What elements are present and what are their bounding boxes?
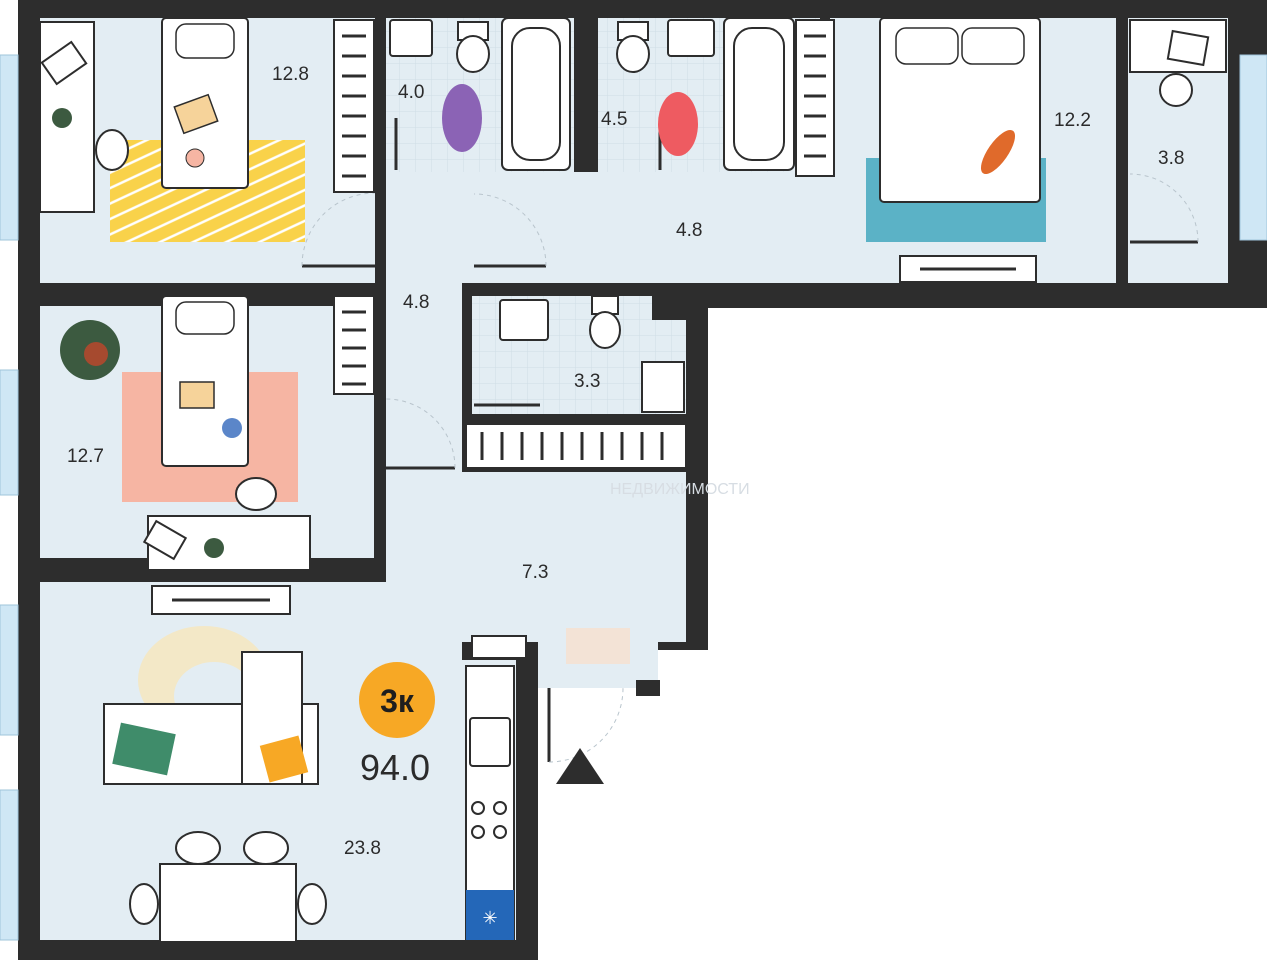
apartment-badge: 3к 94.0 xyxy=(359,662,435,788)
bedroom-top-left-furniture xyxy=(39,17,305,242)
area-hall: 7.3 xyxy=(522,562,548,583)
chair-icon xyxy=(129,883,159,925)
chair-icon xyxy=(175,831,221,865)
window xyxy=(1239,54,1267,241)
washing-machine xyxy=(641,361,685,413)
rug xyxy=(110,140,305,242)
living-kitchen-furniture: ✳ xyxy=(103,626,527,943)
bath-mat xyxy=(442,84,482,152)
bedroom-master-furniture xyxy=(866,17,1046,242)
chair-icon xyxy=(95,129,129,171)
area-dressing-room: 3.8 xyxy=(1158,148,1184,169)
laptop-icon xyxy=(1166,29,1210,67)
bathroom-2-fixtures xyxy=(578,17,795,171)
laptop-icon xyxy=(40,40,88,86)
chair-icon xyxy=(297,883,327,925)
total-area: 94.0 xyxy=(360,747,430,788)
area-bedroom-master: 12.2 xyxy=(1054,110,1091,131)
chair-icon xyxy=(235,477,277,511)
cat xyxy=(980,129,1016,175)
snowflake-icon: ✳ xyxy=(482,908,497,929)
bathroom-1-fixtures xyxy=(389,17,571,171)
chair-icon xyxy=(243,831,289,865)
area-bathroom-1: 4.0 xyxy=(398,82,424,103)
wardrobe xyxy=(333,19,375,193)
area-bedroom-top-left: 12.8 xyxy=(272,64,309,85)
sink-icon xyxy=(667,19,715,57)
fridge xyxy=(466,890,514,940)
dining-table xyxy=(159,863,297,943)
hall-link-floor xyxy=(462,472,538,642)
chair-icon xyxy=(1159,73,1193,107)
rooms-badge xyxy=(359,662,435,738)
dressing-room-furniture xyxy=(1129,19,1227,107)
area-bedroom-kids: 12.7 xyxy=(67,446,104,467)
rooms-label: 3к xyxy=(380,683,415,719)
sink-icon xyxy=(469,717,511,767)
area-corridor-top: 4.8 xyxy=(676,220,702,241)
area-living-kitchen: 23.8 xyxy=(344,838,381,859)
area-bathroom-3: 3.3 xyxy=(574,371,600,392)
cushion xyxy=(112,722,176,776)
area-corridor-mid: 4.8 xyxy=(403,292,429,313)
room-labels: 12.8 4.0 4.5 12.2 3.8 4.8 4.8 3.3 12.7 7… xyxy=(67,64,1184,859)
watermark: НЕДВИЖИМОСТИ xyxy=(610,481,750,498)
wardrobe xyxy=(465,423,687,469)
window xyxy=(0,369,19,496)
doormat xyxy=(566,628,630,664)
cushion xyxy=(259,735,309,783)
windows xyxy=(0,54,1267,941)
laptop-icon xyxy=(142,519,188,561)
sink-icon xyxy=(389,19,433,57)
bathroom-3-fixtures xyxy=(499,295,686,413)
bath-mat xyxy=(658,92,698,156)
window xyxy=(0,604,19,736)
stove xyxy=(471,801,507,839)
sink-icon xyxy=(499,299,549,341)
exterior-area xyxy=(708,310,1267,960)
window xyxy=(0,789,19,941)
entrance-arrow-icon xyxy=(556,748,604,784)
wardrobe xyxy=(795,19,835,177)
plant-icon xyxy=(204,538,224,558)
bedroom-kids-furniture xyxy=(60,295,311,571)
plant-icon xyxy=(52,108,72,128)
window xyxy=(0,54,19,241)
area-bathroom-2: 4.5 xyxy=(601,109,627,130)
